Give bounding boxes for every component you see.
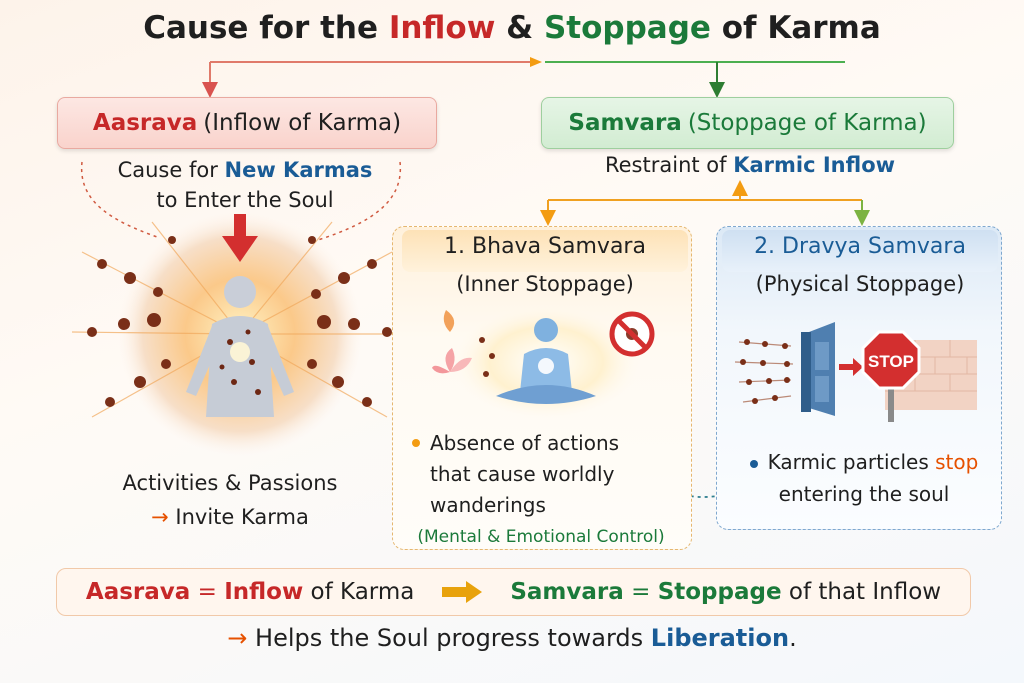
title-inflow: Inflow — [388, 10, 496, 46]
samvara-desc: (Stoppage of Karma) — [687, 110, 927, 136]
footer-liberation: Liberation — [650, 624, 790, 652]
stop-sign-icon: STOP — [861, 330, 921, 422]
karma-inflow-illustration — [71, 212, 407, 456]
summary-aasrava: Aasrava — [85, 579, 191, 605]
summary-arrow-icon — [442, 581, 483, 603]
bullet-dot — [412, 439, 420, 447]
bhava-bullet-line-1: Absence of actions — [430, 431, 620, 455]
title-amp: & — [506, 10, 534, 46]
aasrava-activities: Activities & Passions → Invite Karma — [70, 466, 390, 534]
bhava-subheading: (Inner Stoppage) — [456, 272, 634, 296]
summary-samvara: Samvara — [510, 579, 624, 605]
footer-line: → Helps the Soul progress towards Libera… — [0, 624, 1024, 652]
meditating-figure-icon — [496, 318, 596, 404]
arrow-icon: → — [227, 624, 248, 652]
samvara-box: Samvara (Stoppage of Karma) — [541, 97, 954, 149]
aasrava-cause-highlight: New Karmas — [224, 158, 373, 182]
samvara-restraint: Restraint of Karmic Inflow — [560, 153, 940, 177]
bullet-dot — [749, 459, 758, 468]
dravya-heading: 2. Dravya Samvara — [754, 234, 966, 259]
dravya-bullet: Karmic particles stop entering the soul — [734, 446, 994, 510]
dravya-subheading: (Physical Stoppage) — [755, 272, 965, 296]
bhava-bullet: Absence of actions that cause worldly wa… — [412, 428, 682, 521]
footer-period: . — [789, 624, 797, 652]
aasrava-name: Aasrava — [92, 110, 198, 136]
bhava-heading: 1. Bhava Samvara — [444, 234, 646, 259]
restraint-highlight: Karmic Inflow — [733, 153, 896, 177]
invite-line: Invite Karma — [175, 505, 309, 529]
summary-eq2: = — [631, 579, 651, 605]
dravya-bullet-prefix: Karmic particles — [767, 450, 929, 474]
stop-sign-text: STOP — [868, 352, 914, 371]
down-arrow-icon — [222, 214, 258, 262]
aasrava-box: Aasrava (Inflow of Karma) — [57, 97, 437, 149]
summary-stoppage: Stoppage — [657, 579, 782, 605]
title-suffix: of Karma — [721, 10, 881, 46]
bhava-bullet-line-2: that cause worldly — [430, 462, 615, 486]
prohibited-icon — [609, 311, 655, 357]
title-prefix: Cause for the — [143, 10, 379, 46]
arrow-icon: → — [151, 505, 169, 529]
bhava-illustration — [432, 304, 655, 418]
lotus-icon — [432, 310, 472, 374]
dravya-bullet-line2: entering the soul — [778, 482, 950, 506]
summary-rest: of that Inflow — [788, 579, 942, 605]
page-title: Cause for the Inflow & Stoppage of Karma — [0, 10, 1024, 46]
aasrava-cause-prefix: Cause for — [117, 158, 218, 182]
activities-line: Activities & Passions — [122, 471, 338, 495]
title-stoppage: Stoppage — [543, 10, 711, 46]
dravya-illustration: STOP — [735, 322, 977, 422]
connector-midpoint-arrow — [530, 57, 542, 67]
bhava-note: (Mental & Emotional Control) — [417, 527, 665, 547]
aasrava-cause: Cause for New Karmas to Enter the Soul — [70, 155, 420, 215]
summary-box: Aasrava = Inflow of Karma Samvara = Stop… — [56, 568, 971, 616]
dravya-header-band — [722, 230, 998, 272]
samvara-name: Samvara — [568, 110, 682, 136]
restraint-prefix: Restraint of — [604, 153, 727, 177]
aasrava-desc: (Inflow of Karma) — [203, 110, 402, 136]
summary-eq1: = — [197, 579, 217, 605]
dotted-curve-left — [80, 161, 161, 239]
bhava-bullet-line-3: wanderings — [430, 493, 546, 517]
summary-inflow: Inflow — [224, 579, 304, 605]
door-icon — [801, 322, 835, 416]
bhava-header-band — [402, 230, 688, 272]
summary-of-karma: of Karma — [310, 579, 415, 605]
dravya-bullet-highlight: stop — [935, 450, 979, 474]
footer-text: Helps the Soul progress towards — [255, 624, 644, 652]
aasrava-cause-line2: to Enter the Soul — [156, 188, 334, 212]
